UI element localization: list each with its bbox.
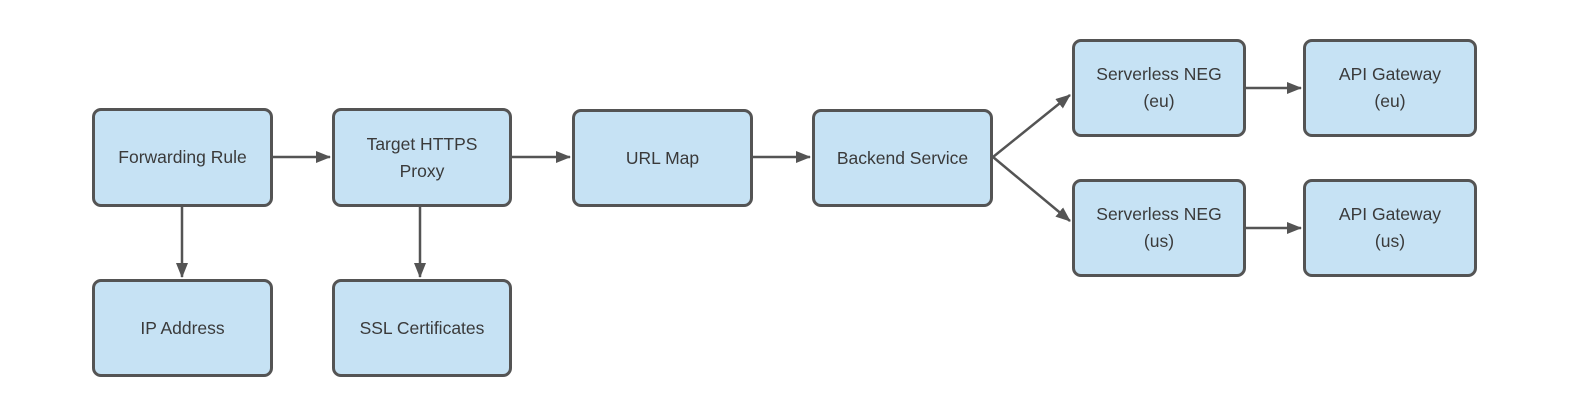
node-url-map: URL Map <box>572 109 753 207</box>
node-serverless-neg-us: Serverless NEG (us) <box>1072 179 1246 277</box>
edge-backend-service-to-serverless-neg-us <box>992 156 1071 222</box>
node-ssl-certificates-label: SSL Certificates <box>359 317 485 338</box>
node-ssl-certificates: SSL Certificates <box>332 279 512 377</box>
node-api-gateway-eu-label: API Gateway (eu) <box>1338 64 1442 111</box>
node-ip-address-label: IP Address <box>140 317 225 338</box>
node-serverless-neg-eu: Serverless NEG (eu) <box>1072 39 1246 137</box>
node-forwarding-rule-label: Forwarding Rule <box>118 147 247 167</box>
node-ip-address: IP Address <box>92 279 273 377</box>
node-serverless-neg-us-label: Serverless NEG (us) <box>1096 204 1222 251</box>
node-api-gateway-us: API Gateway (us) <box>1303 179 1477 277</box>
node-target-https-proxy: Target HTTPS Proxy <box>332 108 512 207</box>
node-url-map-label: URL Map <box>625 147 700 168</box>
node-target-https-proxy-label: Target HTTPS Proxy <box>366 133 478 181</box>
node-serverless-neg-eu-label: Serverless NEG (eu) <box>1096 64 1222 111</box>
node-forwarding-rule: Forwarding Rule <box>92 108 273 207</box>
node-api-gateway-us-label: API Gateway (us) <box>1338 204 1442 251</box>
edge-backend-service-to-serverless-neg-eu <box>992 94 1071 158</box>
node-backend-service-label: Backend Service <box>836 147 969 168</box>
node-api-gateway-eu: API Gateway (eu) <box>1303 39 1477 137</box>
node-backend-service: Backend Service <box>812 109 993 207</box>
